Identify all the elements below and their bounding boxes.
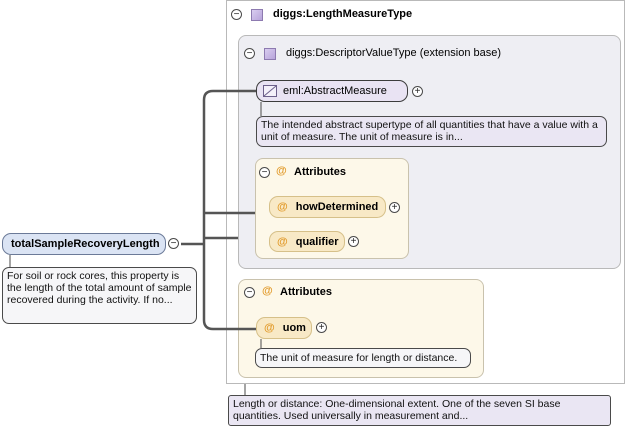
root-element-label: totalSampleRecoveryLength [11, 238, 160, 250]
attribute-at-icon: @ [264, 322, 275, 334]
root-element[interactable]: totalSampleRecoveryLength [2, 233, 166, 255]
type-collapse-toggle[interactable]: − [231, 9, 242, 20]
outer-attributes-at-icon: @ [262, 285, 273, 297]
attribute-at-icon: @ [277, 235, 288, 248]
abstract-element-icon [263, 85, 277, 97]
uom-annotation: The unit of measure for length or distan… [255, 348, 471, 368]
attribute-at-icon: @ [277, 201, 288, 213]
inner-attributes-header: Attributes [294, 166, 346, 178]
abstract-measure-element[interactable]: eml:AbstractMeasure [256, 80, 408, 102]
complex-type-icon [251, 9, 263, 21]
qualifier-expand-toggle[interactable]: + [348, 236, 359, 247]
extension-label: diggs:DescriptorValueType (extension bas… [286, 47, 502, 59]
abstract-measure-annotation: The intended abstract supertype of all q… [256, 116, 607, 147]
inner-attributes-collapse-toggle[interactable]: − [259, 167, 270, 178]
attribute-how-determined[interactable]: @ howDetermined [269, 196, 386, 218]
attribute-label: qualifier [295, 235, 339, 248]
outer-attributes-collapse-toggle[interactable]: − [244, 287, 255, 298]
root-element-collapse-toggle[interactable]: − [168, 238, 179, 249]
root-element-annotation: For soil or rock cores, this property is… [2, 267, 197, 324]
extension-type-icon [264, 48, 276, 60]
how-determined-expand-toggle[interactable]: + [389, 202, 400, 213]
abstract-element-label: eml:AbstractMeasure [283, 85, 387, 97]
attribute-label: uom [282, 322, 306, 334]
abstract-measure-expand-toggle[interactable]: + [412, 86, 423, 97]
attribute-uom[interactable]: @ uom [256, 317, 312, 339]
outer-attributes-header: Attributes [280, 286, 332, 298]
attribute-label: howDetermined [295, 201, 379, 213]
type-label: diggs:LengthMeasureType [273, 8, 413, 20]
attribute-qualifier[interactable]: @ qualifier [269, 231, 345, 252]
inner-attributes-at-icon: @ [276, 165, 287, 177]
extension-collapse-toggle[interactable]: − [244, 48, 255, 59]
uom-expand-toggle[interactable]: + [316, 322, 327, 333]
type-annotation: Length or distance: One-dimensional exte… [228, 395, 611, 426]
